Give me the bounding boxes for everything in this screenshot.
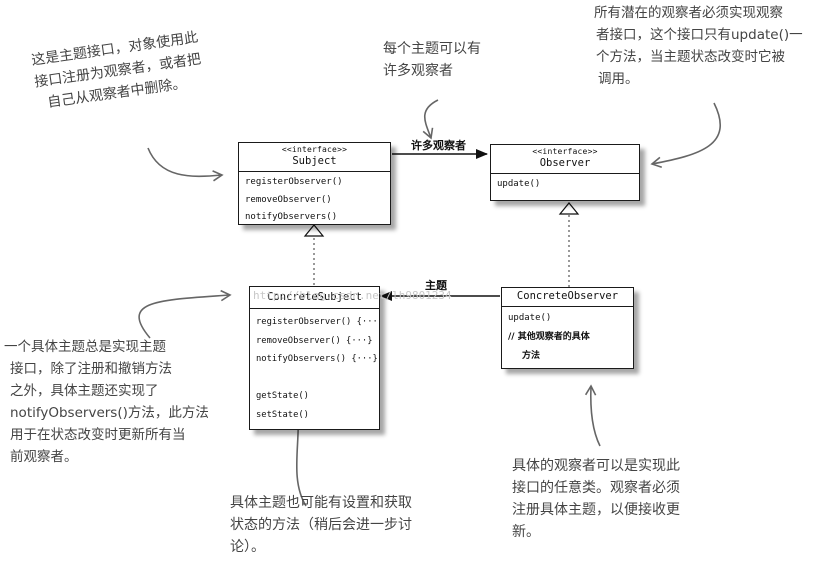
- callout-arrow-subject-interface: [147, 147, 224, 182]
- concrete-observer-methods: update() // 其他观察者的具体 方法: [502, 307, 633, 368]
- note-line: 论）。: [230, 539, 265, 555]
- concrete-observer-box: ConcreteObserver update() // 其他观察者的具体 方法: [501, 287, 634, 369]
- concrete-subject-method: notifyObservers() {···}: [256, 354, 378, 364]
- note-line: 接口，除了注册和撤销方法: [10, 361, 172, 377]
- callout-arrow-one-to-many: [422, 99, 439, 140]
- note-line: 状态的方法（稍后会进一步讨: [230, 517, 412, 533]
- subject-method: notifyObservers(): [245, 212, 338, 222]
- callout-arrow-concrete-subject: [138, 289, 232, 339]
- note-line: 用于在状态改变时更新所有当: [10, 427, 186, 443]
- observer-interface-box: <<interface>> Observer update(): [490, 144, 640, 201]
- concrete-subject-method: [256, 369, 373, 388]
- observer-method: update(): [497, 179, 541, 189]
- concrete-subject-method: removeObserver() {···}: [256, 335, 373, 346]
- concrete-subject-box: ConcreteSubject registerObserver() {··· …: [249, 286, 380, 430]
- many-observers-label: 许多观察者: [411, 139, 466, 152]
- note-state-methods: 具体主题也可能有设置和获取 状态的方法（稍后会进一步讨 论）。: [230, 492, 412, 558]
- concrete-subject-method: registerObserver() {···: [256, 317, 378, 327]
- note-line: 具体主题也可能有设置和获取: [230, 495, 412, 511]
- concrete-subject-header: ConcreteSubject: [250, 287, 379, 309]
- note-line: 一个具体主题总是实现主题: [4, 339, 166, 355]
- note-one-to-many: 每个主题可以有 许多观察者: [383, 38, 481, 82]
- note-line: 者接口，这个接口只有update()一: [596, 27, 803, 43]
- subject-header: <<interface>> Subject: [239, 143, 390, 172]
- concrete-observer-comment: 方法: [522, 351, 541, 361]
- note-concrete-subject: 一个具体主题总是实现主题 接口，除了注册和撤销方法 之外，具体主题还实现了 no…: [4, 336, 209, 468]
- concrete-observer-header: ConcreteObserver: [502, 288, 633, 307]
- observer-name: Observer: [539, 157, 591, 169]
- note-line: 个方法，当主题状态改变时它被: [596, 49, 785, 65]
- callout-arrow-observer-interface: [650, 102, 721, 169]
- note-observer-interface: 所有潜在的观察者必须实现观察 者接口，这个接口只有update()一 个方法，当…: [594, 2, 803, 90]
- note-line: 调用。: [598, 71, 639, 87]
- watermark: http://blog.csdn.net/lh9801234: [253, 289, 452, 302]
- concrete-subject-method: getState(): [256, 391, 309, 401]
- concrete-observer-name: ConcreteObserver: [516, 290, 619, 302]
- note-line: 许多观察者: [383, 63, 453, 79]
- note-line: 新。: [512, 524, 540, 540]
- note-line: 注册具体主题，以便接收更: [512, 502, 680, 518]
- observer-methods: update(): [491, 174, 639, 196]
- concrete-subject-name: ConcreteSubject: [267, 291, 362, 303]
- concrete-observer-method: update(): [508, 313, 552, 323]
- observer-stereotype: <<interface>>: [532, 147, 598, 156]
- concrete-subject-methods: registerObserver() {··· removeObserver()…: [250, 309, 379, 428]
- observer-header: <<interface>> Observer: [491, 145, 639, 174]
- realization-arrowhead-observer: [558, 202, 580, 215]
- note-line: 每个主题可以有: [383, 41, 481, 57]
- subject-methods: registerObserver() removeObserver() noti…: [239, 172, 390, 229]
- note-line: 之外，具体主题还实现了: [10, 383, 159, 399]
- concrete-observer-comment: // 其他观察者的具体: [508, 332, 590, 342]
- concrete-subject-method: setState(): [256, 409, 309, 420]
- note-line: 接口的任意类。观察者必须: [512, 480, 680, 496]
- note-concrete-observer: 具体的观察者可以是实现此 接口的任意类。观察者必须 注册具体主题，以便接收更 新…: [512, 455, 680, 543]
- subject-method: registerObserver(): [245, 177, 343, 187]
- note-line: 所有潜在的观察者必须实现观察: [594, 5, 783, 21]
- subject-interface-box: <<interface>> Subject registerObserver()…: [238, 142, 391, 225]
- callout-arrow-concrete-observer: [584, 384, 601, 447]
- subject-method: removeObserver(): [245, 194, 332, 205]
- note-line: notifyObservers()方法，此方法: [10, 405, 209, 421]
- realization-arrowhead-subject: [303, 224, 325, 237]
- note-line: 具体的观察者可以是实现此: [512, 458, 680, 474]
- subject-relation-label: 主题: [425, 279, 447, 292]
- subject-name: Subject: [292, 155, 337, 167]
- subject-stereotype: <<interface>>: [281, 145, 348, 154]
- note-line: 前观察者。: [10, 449, 78, 465]
